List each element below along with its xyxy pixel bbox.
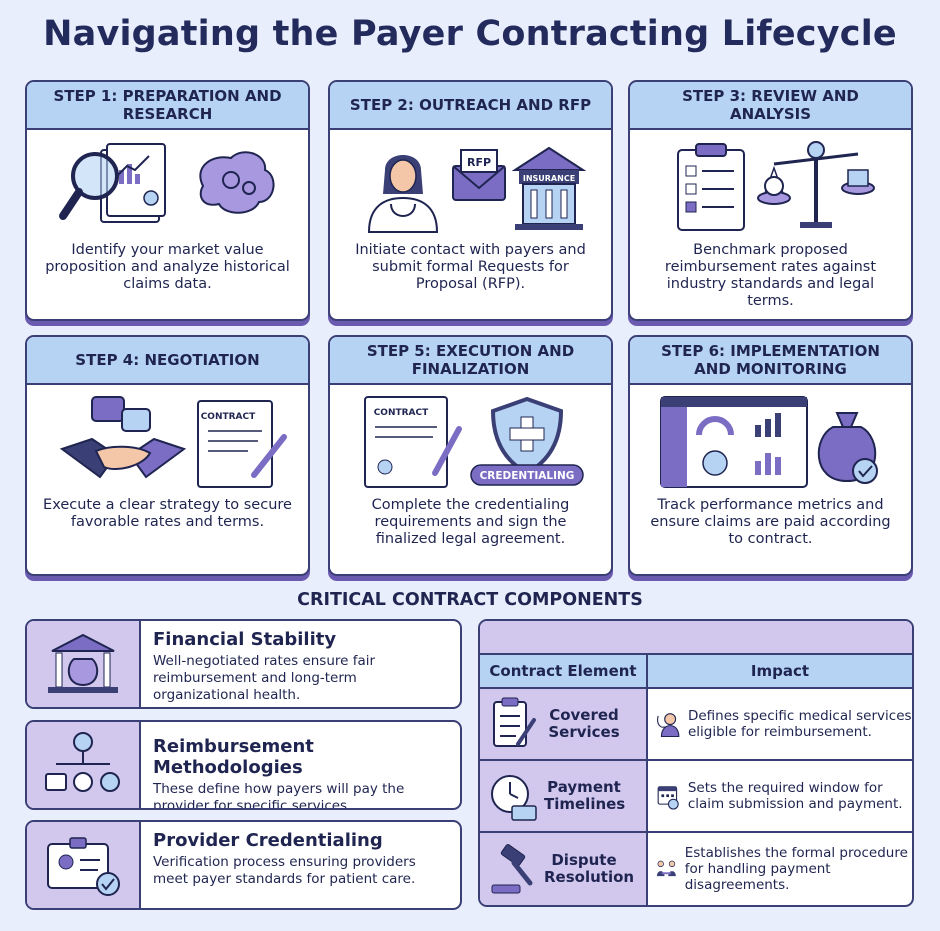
step-3-description: Benchmark proposed reimbursement rates a… <box>664 242 877 309</box>
component-1-title: Financial Stability <box>153 629 337 650</box>
component-3-description: Verification process ensuring providers … <box>153 854 416 887</box>
component-card-1: Financial Stability Well-negotiated rate… <box>25 619 462 709</box>
dashboard-icon <box>659 396 808 488</box>
insurance-label: INSURANCE <box>522 174 574 183</box>
meeting-people-icon <box>656 860 676 877</box>
table-top-band <box>480 621 912 655</box>
handshake-icon <box>59 437 186 479</box>
step-2-title: STEP 2: OUTREACH AND RFP <box>330 82 611 130</box>
step-6-description: Track performance metrics and ensure cla… <box>650 497 891 547</box>
component-card-2: Reimbursement Methodologies These define… <box>25 720 462 810</box>
chat-bubbles-icon <box>90 396 151 432</box>
component-card-3: Provider Credentialing Verification proc… <box>25 820 462 910</box>
id-badge-check-icon <box>27 822 141 908</box>
contract-pen-icon: CONTRACT <box>196 400 287 488</box>
component-2-title: Reimbursement Methodologies <box>153 736 314 778</box>
contract-pen-icon: CONTRACT <box>363 396 462 488</box>
impact-payment-timelines: Sets the required window for claim submi… <box>687 780 903 812</box>
step-6-title: STEP 6: IMPLEMENTATION AND MONITORING <box>630 337 911 385</box>
component-2-description: These define how payers will pay the pro… <box>153 781 405 810</box>
doctor-icon <box>367 155 438 233</box>
step-card-2: STEP 2: OUTREACH AND RFP RFP INSURANCE <box>328 80 613 321</box>
step-3-title: STEP 3: REVIEW AND ANALYSIS <box>630 82 911 130</box>
gavel-icon <box>491 844 533 894</box>
component-3-title: Provider Credentialing <box>153 830 383 851</box>
contract-elements-table: Contract Element Impact Covered Services… <box>478 619 914 907</box>
step-4-description: Execute a clear strategy to secure favor… <box>43 497 292 530</box>
table-header-impact: Impact <box>750 662 810 680</box>
impact-dispute-resolution: Establishes the formal procedure for han… <box>684 845 908 893</box>
step-4-illustration: CONTRACT <box>27 385 308 497</box>
component-1-description: Well-negotiated rates ensure fair reimbu… <box>153 653 376 703</box>
credentialing-label: CREDENTIALING <box>479 470 574 482</box>
element-covered-services: Covered Services <box>548 706 620 741</box>
table-row: Payment Timelines Sets the required wind… <box>480 761 912 833</box>
doctor-stethoscope-icon <box>657 713 680 738</box>
magnifier-icon <box>58 152 119 220</box>
step-3-illustration <box>630 130 911 242</box>
step-card-5: STEP 5: EXECUTION AND FINALIZATION CONTR… <box>328 335 613 576</box>
contract-label-5: CONTRACT <box>373 408 428 418</box>
step-card-4: STEP 4: NEGOTIATION CONTRACT Execute a c… <box>25 335 310 576</box>
impact-covered-services: Defines specific medical services eligib… <box>687 708 912 740</box>
clock-money-icon <box>491 775 537 821</box>
step-5-illustration: CONTRACT CREDENTIALING <box>330 385 611 497</box>
shield-cross-icon <box>490 396 563 476</box>
calendar-icon <box>657 786 679 810</box>
table-header: Contract Element Impact <box>480 655 912 689</box>
step-2-illustration: RFP INSURANCE <box>330 130 611 242</box>
brain-gears-icon <box>198 151 274 214</box>
payment-flow-icon <box>27 722 141 808</box>
element-payment-timelines: Payment Timelines <box>544 778 626 813</box>
insurance-building-icon: INSURANCE <box>511 146 586 230</box>
money-bag-check-icon <box>817 412 878 484</box>
step-5-title: STEP 5: EXECUTION AND FINALIZATION <box>330 337 611 385</box>
contract-label-4: CONTRACT <box>200 412 255 422</box>
table-row: Covered Services Defines specific medica… <box>480 689 912 761</box>
balance-scale-icon <box>756 141 875 228</box>
step-5-description: Complete the credentialing requirements … <box>371 497 570 547</box>
step-1-description: Identify your market value proposition a… <box>45 242 290 292</box>
credentialing-badge: CREDENTIALING <box>469 464 584 486</box>
checklist-clipboard-icon <box>676 143 745 231</box>
bank-money-bag-icon <box>27 621 141 707</box>
step-card-6: STEP 6: IMPLEMENTATION AND MONITORING <box>628 335 913 576</box>
step-card-1: STEP 1: PREPARATION AND RESEARCH <box>25 80 310 321</box>
element-dispute-resolution: Dispute Resolution <box>544 851 635 886</box>
step-6-illustration <box>630 385 911 497</box>
table-header-element: Contract Element <box>480 655 648 687</box>
step-1-illustration <box>27 130 308 242</box>
step-4-title: STEP 4: NEGOTIATION <box>27 337 308 385</box>
step-card-3: STEP 3: REVIEW AND ANALYSIS <box>628 80 913 321</box>
checklist-pen-icon <box>493 697 536 747</box>
rfp-envelope-icon: RFP <box>451 149 506 201</box>
components-title: CRITICAL CONTRACT COMPONENTS <box>297 590 643 610</box>
page-title: Navigating the Payer Contracting Lifecyc… <box>43 14 897 54</box>
step-1-title: STEP 1: PREPARATION AND RESEARCH <box>27 82 308 130</box>
step-2-description: Initiate contact with payers and submit … <box>355 242 586 292</box>
table-row: Dispute Resolution Establishes the forma… <box>480 833 912 905</box>
rfp-label: RFP <box>466 156 490 169</box>
